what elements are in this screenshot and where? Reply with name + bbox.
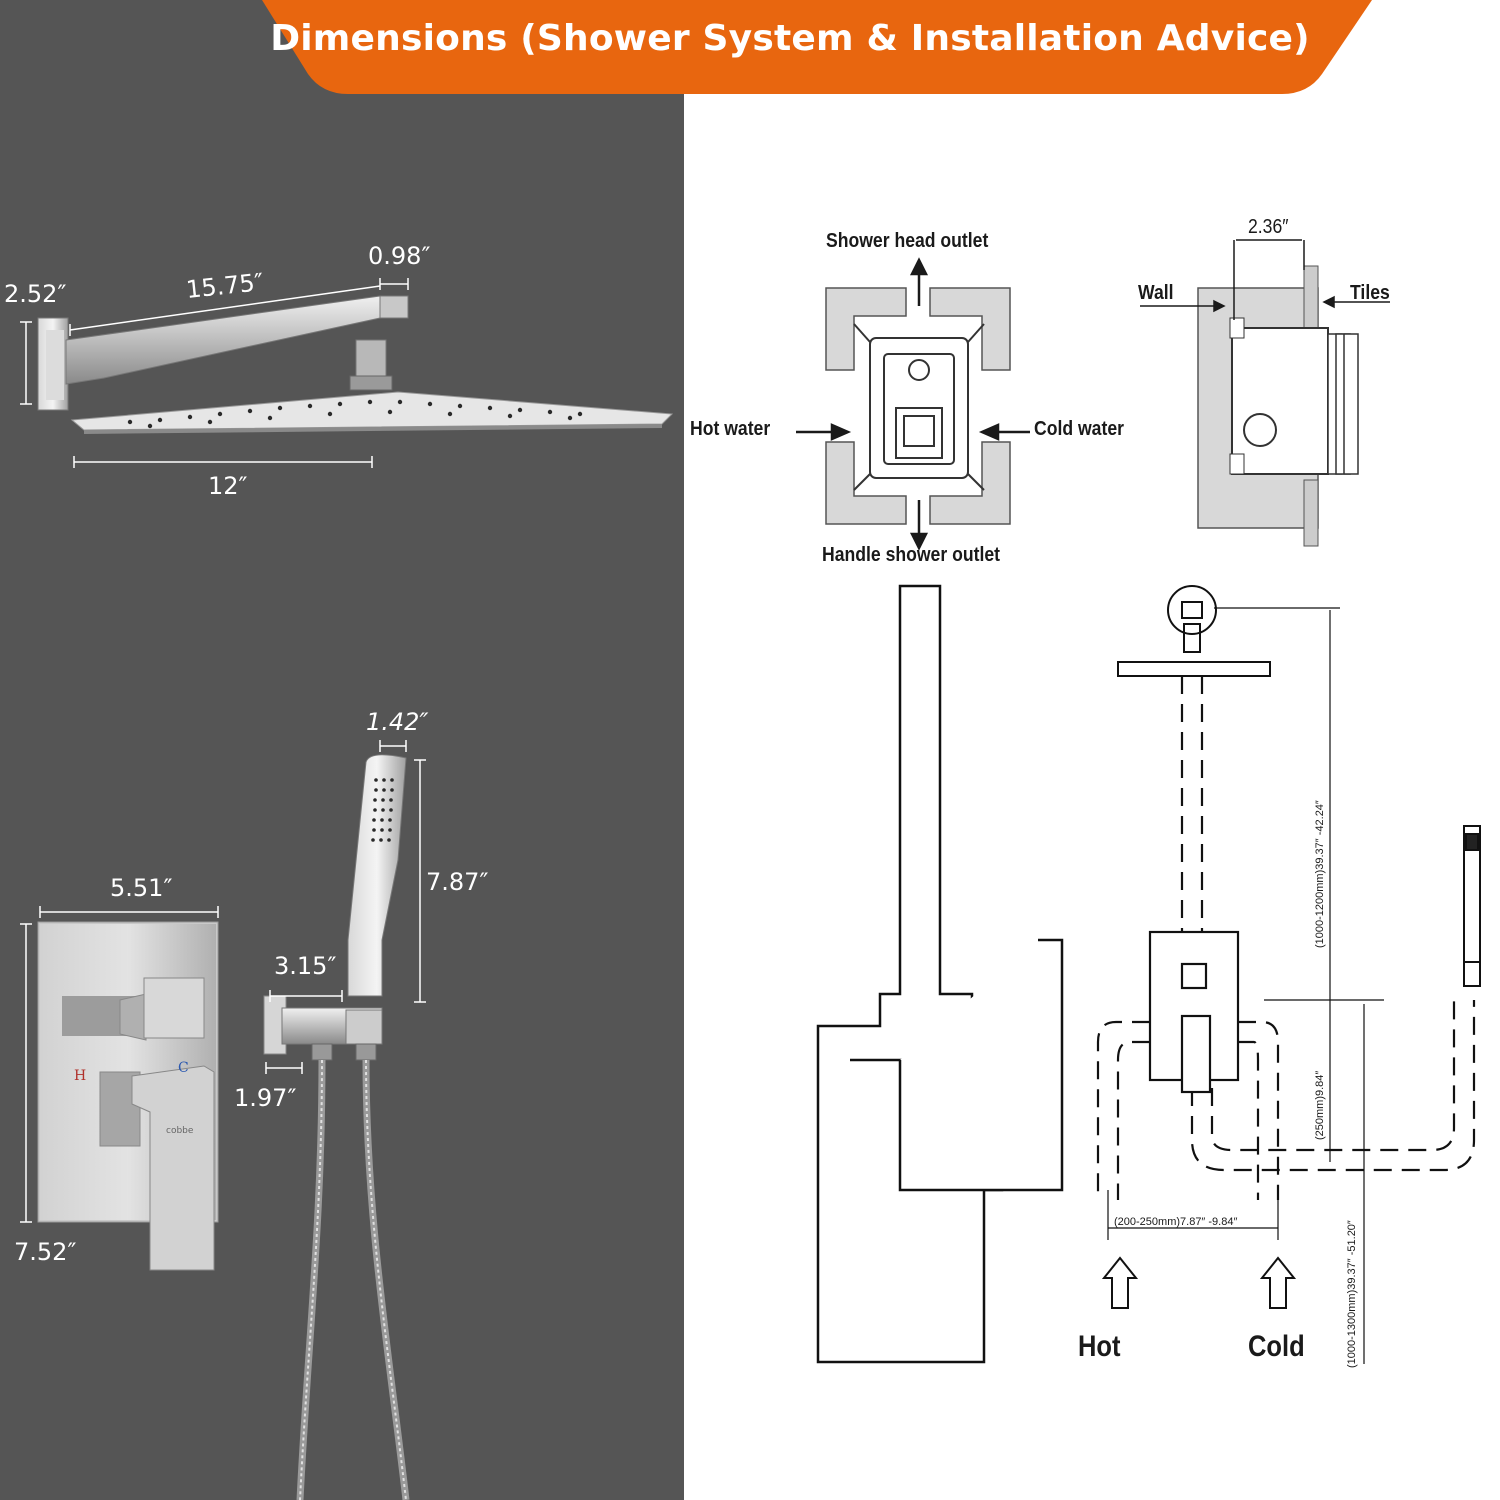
hot-inlet-label: Hot water — [690, 418, 771, 440]
valve-width-label: 5.51″ — [110, 874, 173, 902]
cold-label: Cold — [1248, 1330, 1305, 1363]
title-banner — [262, 0, 1372, 94]
left-panel — [0, 0, 684, 1500]
head-height-label: 2.52″ — [4, 280, 67, 308]
holder-height-label: 1.97″ — [234, 1084, 297, 1112]
head-height-dimension: (1000-1200mm)39.37″ -42.24″ — [1314, 800, 1326, 948]
inlet-spacing-label: (200-250mm)7.87″ -9.84″ — [1114, 1216, 1238, 1228]
cold-mark: C — [178, 1060, 189, 1076]
valve-trim-illustration — [20, 906, 219, 1271]
valve-offset-dimension: (250mm)9.84″ — [1314, 1070, 1326, 1140]
shower-head-illustration — [20, 278, 674, 468]
hand-shower-illustration — [263, 740, 426, 1500]
tiles-label: Tiles — [1350, 282, 1390, 304]
cold-inlet-label: Cold water — [1034, 418, 1124, 440]
handheld-length-label: 7.87″ — [426, 868, 489, 896]
valve-front-diagram — [796, 257, 1030, 551]
installation-diagram — [816, 584, 1481, 1364]
holder-width-label: 3.15″ — [274, 952, 337, 980]
valve-height-dimension: (1000-1300mm)39.37″ -51.20″ — [1346, 1220, 1358, 1368]
hot-label: Hot — [1078, 1330, 1121, 1363]
brand-mark: cobbe — [166, 1126, 194, 1136]
valve-side-diagram — [1140, 239, 1390, 547]
top-outlet-label: Shower head outlet — [826, 230, 989, 252]
valve-height-label: 7.52″ — [14, 1238, 77, 1266]
wall-label: Wall — [1138, 282, 1174, 304]
side-depth-label: 2.36″ — [1248, 216, 1289, 238]
head-width-label: 12″ — [208, 472, 248, 500]
arm-width-label: 0.98″ — [368, 242, 431, 270]
hot-mark: H — [74, 1068, 87, 1084]
handheld-width-label: 1.42″ — [366, 708, 429, 736]
bottom-outlet-label: Handle shower outlet — [822, 544, 1000, 566]
page-title: Dimensions (Shower System & Installation… — [270, 18, 1310, 59]
